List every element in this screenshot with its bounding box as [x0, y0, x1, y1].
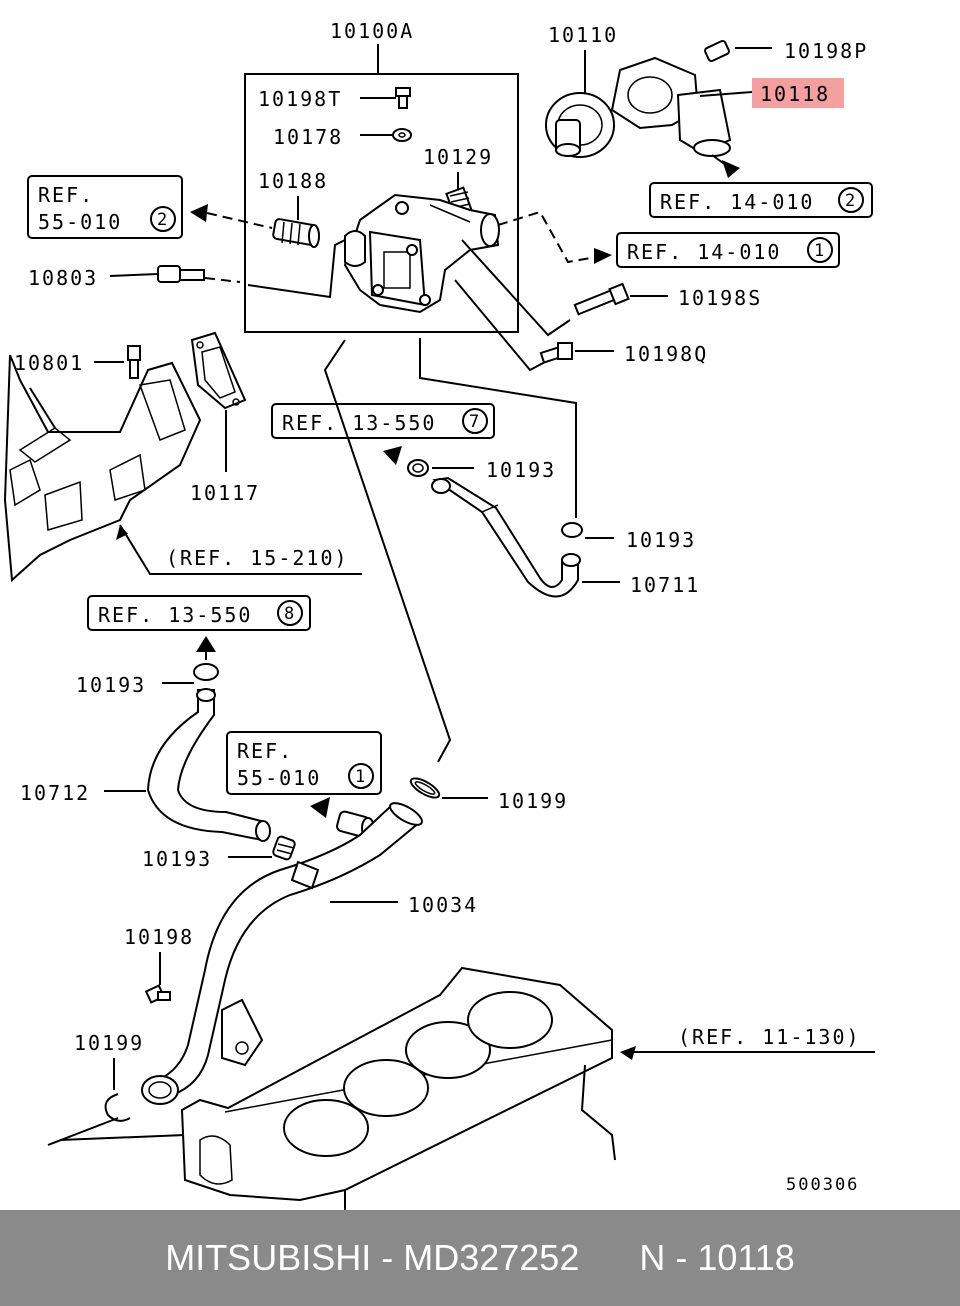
svg-text:REF. 14-010: REF. 14-010	[627, 240, 781, 264]
label-10801: 10801	[14, 351, 84, 375]
svg-text:1: 1	[814, 241, 826, 261]
hose-10712: 10193 10712	[20, 663, 271, 842]
footer-part-number: MD327252	[403, 1237, 580, 1278]
bolt-10198T	[395, 87, 411, 109]
ref-55-010-2: REF. 55-010 2	[27, 175, 273, 239]
label-ref-11-130: (REF. 11-130)	[678, 1025, 861, 1049]
ref-55-010-1: REF. 55-010 1	[226, 731, 382, 818]
label-10711: 10711	[630, 573, 700, 597]
oring-10199-upper: 10199	[409, 777, 568, 813]
label-10110: 10110	[548, 23, 618, 47]
washer-10178	[392, 128, 412, 142]
footer-ref-code: N - 10118	[639, 1237, 795, 1278]
label-10188: 10188	[258, 169, 328, 193]
clamp-10193-mid	[561, 522, 583, 538]
svg-text:55-010: 55-010	[237, 766, 321, 790]
fitting-10188	[272, 218, 320, 248]
label-10712: 10712	[20, 781, 90, 805]
water-pipe-10034: 10034	[141, 802, 478, 1105]
footer-bar: MITSUBISHI - MD327252 N - 10118	[0, 1210, 960, 1306]
label-10198Q: 10198Q	[624, 342, 708, 366]
label-10198P: 10198P	[784, 39, 868, 63]
sensor-10803: 10803	[28, 239, 346, 299]
svg-text:2: 2	[157, 210, 169, 230]
clamp-10193-lower: 10193	[142, 835, 296, 871]
ref-14-010-2: REF. 14-010 2	[649, 182, 873, 218]
sensor-10801: 10801	[14, 345, 141, 379]
thermostat-case	[343, 193, 500, 314]
label-10193-lower-top: 10193	[76, 673, 146, 697]
label-10193-upper: 10193	[486, 458, 556, 482]
label-10199-upper: 10199	[498, 789, 568, 813]
exhaust-manifold: (REF. 15-210)	[3, 354, 362, 583]
hose-10711: 10193 10711	[431, 476, 700, 598]
label-10198S: 10198S	[678, 286, 762, 310]
svg-text:REF. 13-550: REF. 13-550	[282, 411, 436, 435]
label-10193-mid: 10193	[626, 528, 696, 552]
ref-13-550-8: REF. 13-550 8	[87, 595, 311, 660]
svg-text:2: 2	[845, 191, 857, 211]
oring-10199-lower: 10199	[47, 1031, 186, 1146]
assembly-box	[244, 73, 519, 333]
svg-text:REF.: REF.	[38, 183, 94, 207]
svg-text:1: 1	[355, 767, 367, 787]
ref-14-010-1: REF. 14-010 1	[497, 210, 840, 268]
label-10178: 10178	[273, 125, 343, 149]
bolt-10198Q: 10198Q	[454, 279, 708, 372]
diagram-code: 500306	[786, 1175, 859, 1195]
label-10193-lower: 10193	[142, 847, 212, 871]
label-10198: 10198	[124, 925, 194, 949]
bolt-10198P	[704, 39, 730, 63]
bolt-10198: 10198	[124, 925, 194, 1004]
label-10199-lower: 10199	[74, 1031, 144, 1055]
footer-gap	[579, 1237, 639, 1279]
assembly-10100A: 10100A 10198T 10178 10129 10188	[244, 19, 519, 333]
svg-text:REF. 13-550: REF. 13-550	[98, 603, 252, 627]
label-10100A: 10100A	[330, 19, 414, 43]
water-outlet-10118: 10198P 10118	[610, 39, 868, 178]
cylinder-head: (REF. 11-130)	[180, 966, 875, 1210]
svg-text:55-010: 55-010	[38, 210, 122, 234]
svg-text:7: 7	[469, 412, 481, 432]
bolt-10198S: 10198S	[461, 239, 762, 337]
highlight-10118	[752, 78, 844, 108]
label-10118: 10118	[760, 82, 830, 106]
label-10129: 10129	[423, 145, 493, 169]
label-ref-15-210: (REF. 15-210)	[166, 546, 349, 570]
label-10803: 10803	[28, 266, 98, 290]
svg-text:REF. 14-010: REF. 14-010	[660, 190, 814, 214]
ref-13-550-7: REF. 13-550 7	[271, 403, 495, 465]
label-10034: 10034	[408, 893, 478, 917]
parts-diagram: 10100A 10198T 10178 10129 10188	[3, 19, 875, 1210]
label-10117: 10117	[190, 481, 260, 505]
gasket-10117: 10117	[190, 331, 260, 505]
label-10198T: 10198T	[258, 87, 342, 111]
svg-text:8: 8	[284, 604, 296, 624]
clamp-10193-lower-top	[193, 663, 219, 681]
footer-separator: -	[371, 1237, 404, 1278]
footer-brand: MITSUBISHI	[165, 1237, 372, 1278]
thermostat-10110: 10110	[545, 23, 618, 158]
clamp-10193-upper: 10193	[407, 458, 556, 482]
svg-text:REF.: REF.	[237, 739, 293, 763]
